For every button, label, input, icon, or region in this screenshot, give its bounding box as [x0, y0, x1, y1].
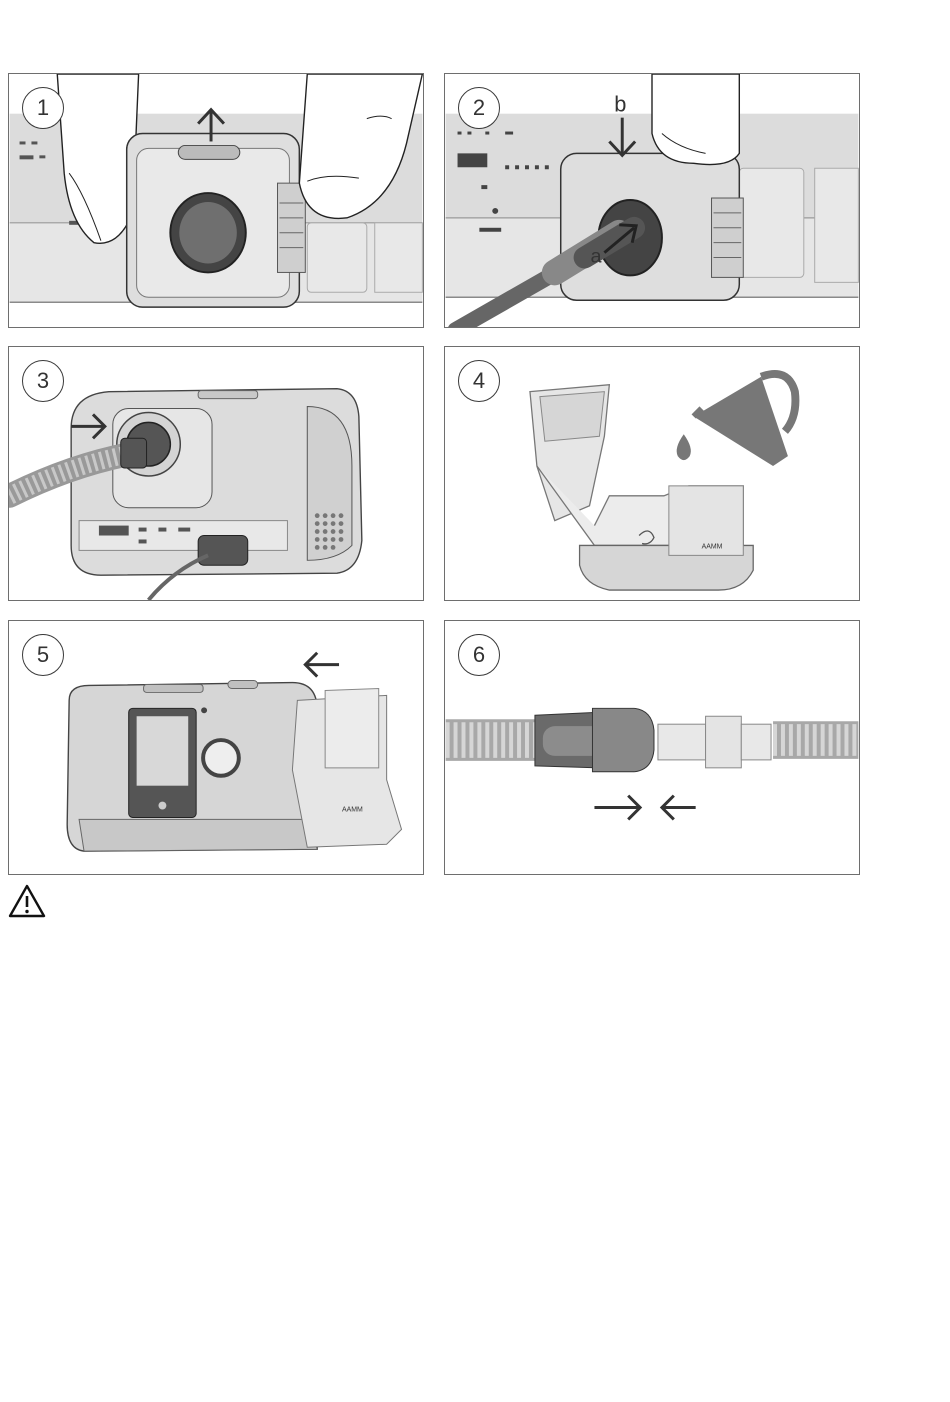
tub-label: AAMM [702, 543, 723, 550]
step-5-panel: 5 AAMM [8, 620, 424, 875]
step-2-panel: 2 a b [444, 73, 860, 328]
step-1-panel: 1 [8, 73, 424, 328]
step-number-1: 1 [22, 87, 64, 129]
step-6-illustration [445, 621, 859, 874]
step-6-panel: 6 [444, 620, 860, 875]
step-1-illustration [9, 74, 423, 327]
arrow-left-icon [305, 653, 339, 677]
step-2-illustration: a b [445, 74, 859, 327]
label-a: a [590, 246, 602, 268]
arrow-right-icon [594, 796, 640, 820]
step-number-6: 6 [458, 634, 500, 676]
arrow-left-icon [662, 796, 696, 820]
label-b: b [614, 92, 626, 117]
step-3-panel: 3 [8, 346, 424, 601]
step-4-panel: 4 AAMM [444, 346, 860, 601]
warning-triangle-icon [8, 884, 46, 918]
device-label: AAMM [342, 806, 363, 813]
step-5-illustration: AAMM [9, 621, 423, 874]
step-4-illustration: AAMM [445, 347, 859, 600]
step-number-4: 4 [458, 360, 500, 402]
step-number-5: 5 [22, 634, 64, 676]
step-number-3: 3 [22, 360, 64, 402]
step-3-illustration [9, 347, 423, 600]
water-drop-icon [677, 434, 691, 460]
step-number-2: 2 [458, 87, 500, 129]
water-jug-icon [694, 374, 796, 466]
